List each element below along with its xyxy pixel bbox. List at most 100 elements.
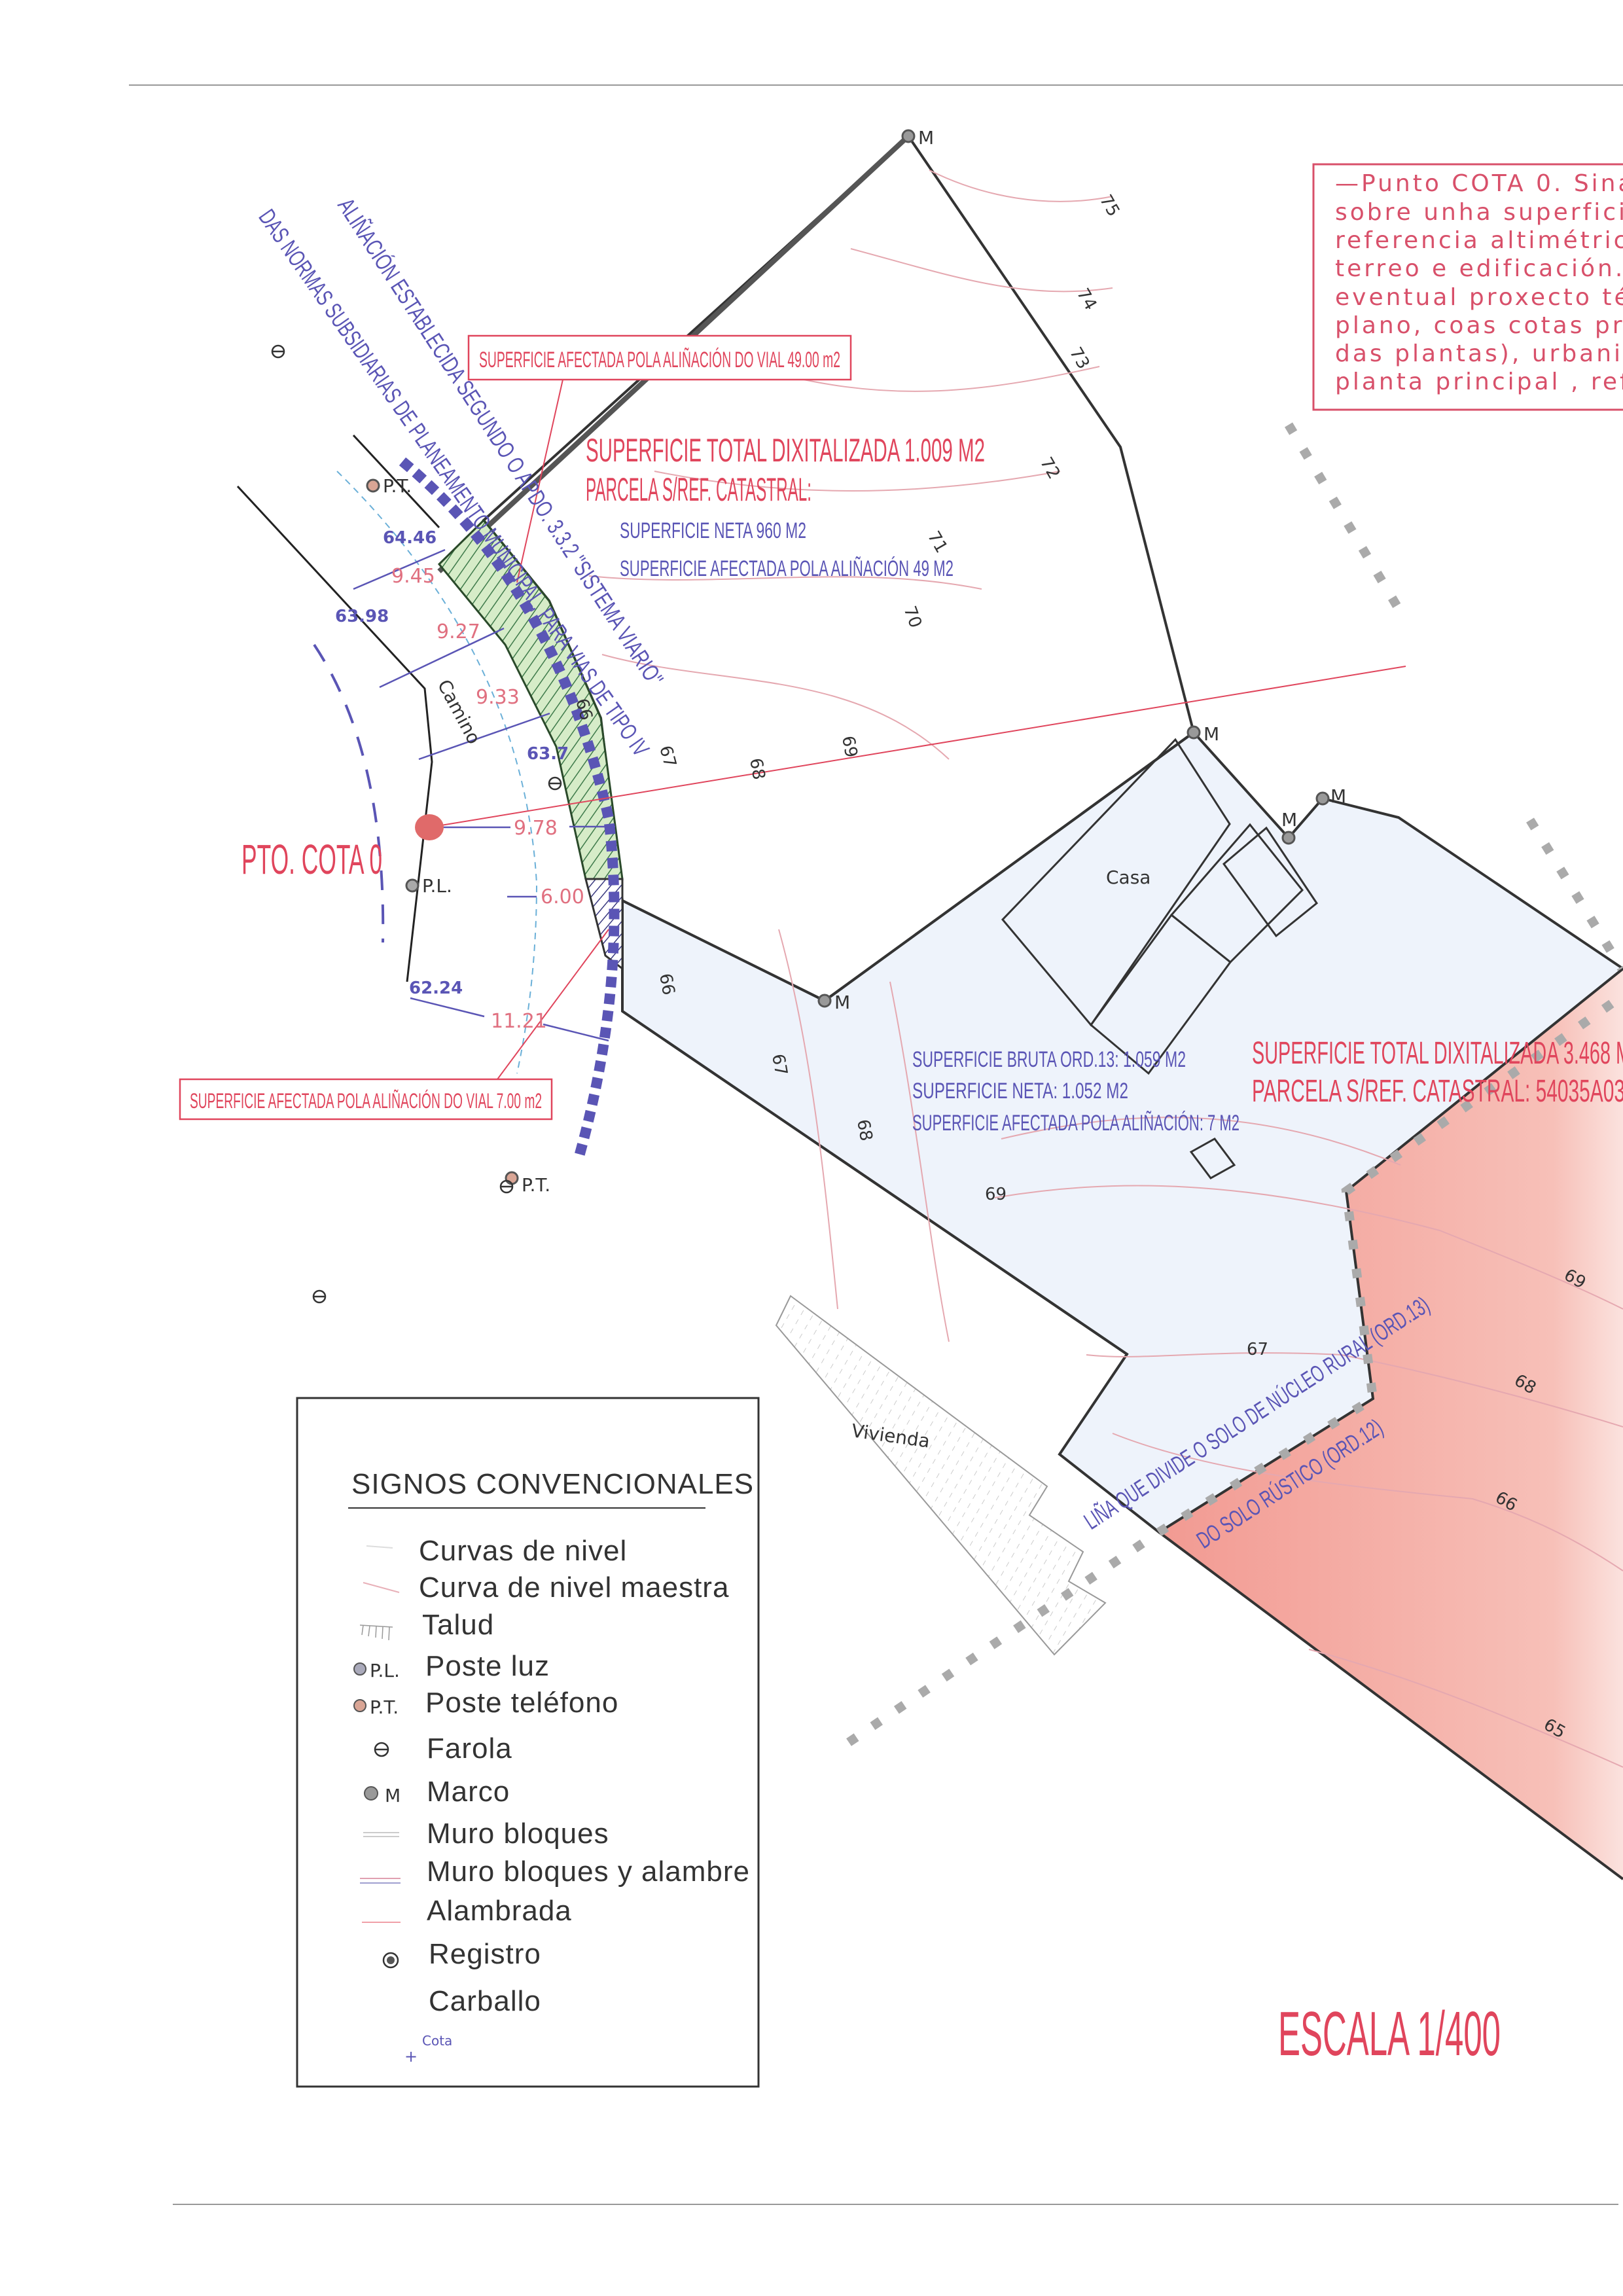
legend-item: Poste luz: [425, 1650, 550, 1682]
marco-label: M: [1330, 785, 1346, 807]
distance-label: 11.21: [491, 1010, 547, 1033]
parcel-south[interactable]: [621, 730, 1623, 1534]
note-line: —Punto COTA 0. Sinalar: [1335, 170, 1623, 197]
legend-item: Talud: [422, 1609, 494, 1641]
note-line: terreo e edificación. Est: [1335, 255, 1623, 282]
telephone-pole-icon: [366, 478, 380, 493]
note-line: sobre unha superficie in: [1335, 199, 1623, 226]
road-west-edge: [236, 485, 433, 982]
small-building: [1189, 1138, 1236, 1179]
callout-leader-49: [516, 379, 563, 583]
casa-label: Casa: [1106, 867, 1150, 888]
contour-lines: [588, 170, 1623, 1768]
note-line: referencia altimétrica p: [1335, 227, 1623, 254]
marco-label: M: [918, 127, 934, 149]
legend-item: Cota: [422, 2033, 452, 2049]
elevation-label: 64.46: [383, 528, 437, 548]
marco-icon: [364, 1786, 378, 1801]
contour-label: 72: [1036, 454, 1064, 483]
legend-item: Farola: [427, 1732, 512, 1765]
legend-item: Marco: [427, 1776, 510, 1808]
elevation-label: 63.98: [335, 607, 389, 626]
north-affected-area: SUPERFICIE AFECTADA POLA ALIÑACIÓN 49 M2: [620, 556, 954, 581]
blue-dashed-line: [313, 643, 385, 943]
legend-symbol: M: [385, 1785, 401, 1806]
distance-label: 9.45: [391, 565, 435, 588]
callout-box-49: [467, 334, 852, 381]
elevation-label: 63.7: [527, 744, 569, 764]
zone-division-line: [846, 422, 1623, 1746]
cota-0-point[interactable]: [415, 814, 444, 840]
legend-item: Muro bloques: [427, 1818, 609, 1850]
east-cadastral-ref: PARCELA S/REF. CATASTRAL: 54035A03: [1252, 1074, 1623, 1109]
contour-label: 70: [899, 603, 925, 630]
legend-item: Muro bloques y alambre: [427, 1856, 750, 1888]
legend-title: SIGNOS CONVENCIONALES: [351, 1468, 754, 1500]
parcel-lower-boundary: [621, 1010, 1128, 1355]
contour-label: 68: [745, 757, 768, 781]
north-cadastral-ref: PARCELA S/REF. CATASTRAL:: [586, 471, 812, 508]
callout-affected-7: SUPERFICIE AFECTADA POLA ALIÑACIÓN DO VI…: [190, 1089, 542, 1113]
telephone-pole-icon: [505, 1171, 519, 1185]
distance-label: 9.78: [514, 817, 558, 840]
note-line: plano, coas cotas princ: [1335, 312, 1623, 339]
legend: SIGNOS CONVENCIONALES Curvas de nivel Cu…: [296, 1397, 760, 2088]
contour-label: 69: [985, 1185, 1007, 1204]
vivienda-building: [775, 1295, 1107, 1656]
marco-markers: [817, 129, 1330, 1008]
note-line: planta principal , referic: [1335, 368, 1623, 395]
legend-item: Curvas de nivel: [419, 1535, 627, 1567]
legend-item: Poste teléfono: [425, 1687, 618, 1719]
telephone-pole-icon: [353, 1699, 366, 1712]
contour-label: 67: [655, 744, 680, 770]
registro-icon: [382, 1952, 399, 1969]
callout-box-7: [179, 1078, 553, 1121]
contour-label: 71: [923, 528, 952, 557]
contour-label: 67: [1247, 1340, 1268, 1359]
dimension-lines: [353, 548, 615, 1042]
cota-icon: +: [404, 2047, 418, 2066]
farola-icon: [374, 1742, 389, 1757]
farola-icon: [271, 344, 562, 1304]
casa-building: [1001, 738, 1319, 1075]
light-pole-icon: [405, 878, 419, 893]
talud-icon: [359, 1624, 393, 1641]
light-pole-icon: [353, 1662, 366, 1676]
contour-label: 68: [853, 1118, 876, 1143]
callout-leader-7: [497, 929, 609, 1080]
contour-label: 66: [655, 972, 678, 997]
north-net-area: SUPERFICIE NETA 960 M2: [620, 518, 806, 543]
note-line: eventual proxecto técnic: [1335, 284, 1623, 311]
cota-reference-line: [429, 666, 1406, 828]
parcel-south-boundary: [1158, 1531, 1623, 1880]
contour-label: 75: [1096, 192, 1124, 221]
note-text: —Punto COTA 0. Sinalar sobre unha superf…: [1335, 170, 1623, 395]
legend-symbol: P.L.: [370, 1660, 400, 1681]
distance-label: 9.33: [476, 686, 520, 709]
contour-label: 69: [838, 734, 861, 759]
marco-label: M: [834, 992, 850, 1013]
note-box: [1312, 163, 1623, 411]
callout-affected-49: SUPERFICIE AFECTADA POLA ALIÑACIÓN DO VI…: [479, 348, 840, 372]
cota-0-label: PTO. COTA 0: [241, 836, 382, 883]
elevation-label: 62.24: [409, 978, 463, 998]
legend-symbol: P.T.: [370, 1696, 399, 1718]
road-east-edge: [352, 434, 440, 529]
contour-label: 67: [768, 1052, 791, 1077]
note-line: das plantas), urbanizaci: [1335, 340, 1623, 367]
road-centerline: [336, 471, 538, 1074]
legend-item: Carballo: [429, 1985, 541, 2017]
east-total-area: SUPERFICIE TOTAL DIXITALIZADA 3.468 M: [1252, 1036, 1623, 1071]
marco-label: M: [1281, 809, 1297, 831]
legend-item: Curva de nivel maestra: [419, 1571, 729, 1604]
distance-label: 9.27: [437, 620, 480, 643]
south-net-area: SUPERFICIE NETA: 1.052 M2: [912, 1079, 1128, 1103]
north-total-area: SUPERFICIE TOTAL DIXITALIZADA 1.009 M2: [586, 432, 985, 469]
alignment-line: [399, 457, 620, 1160]
telephone-pole-label: P.T.: [383, 475, 412, 497]
telephone-pole-label: P.T.: [522, 1174, 550, 1196]
scale-label: ESCALA 1/400: [1278, 1999, 1501, 2069]
distance-label: 6.00: [541, 886, 584, 908]
rustic-land-zone: [1159, 969, 1623, 1879]
